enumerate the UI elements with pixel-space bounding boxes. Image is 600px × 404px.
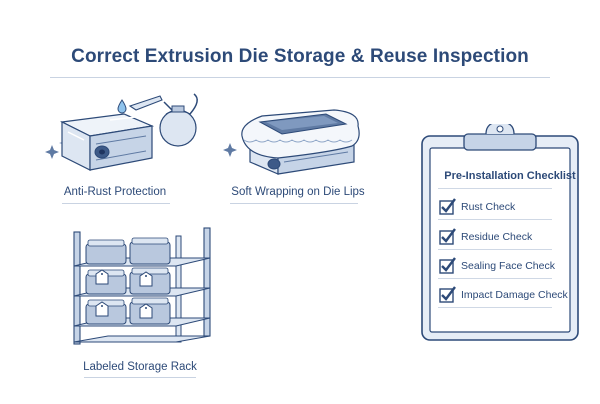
storage-rack-caption: Labeled Storage Rack xyxy=(83,361,197,373)
checklist-item-label: Rust Check xyxy=(461,201,516,213)
checklist-item-residue: Residue Check xyxy=(439,228,559,248)
checklist-row-rule xyxy=(438,307,552,308)
checkbox-checked-icon xyxy=(439,198,456,215)
checklist-item-label: Sealing Face Check xyxy=(461,260,555,272)
soft-wrap-caption-rule xyxy=(230,203,358,204)
soft-wrap-caption: Soft Wrapping on Die Lips xyxy=(231,186,365,198)
checklist-title-rule xyxy=(438,188,552,189)
storage-rack-caption-rule xyxy=(84,377,196,378)
soft-wrap-illustration xyxy=(223,109,360,175)
clipboard xyxy=(421,124,579,341)
checkbox-checked-icon xyxy=(439,228,456,245)
storage-rack-illustration xyxy=(73,227,211,345)
title-divider xyxy=(50,77,550,78)
anti-rust-illustration xyxy=(45,93,198,171)
checkbox-checked-icon xyxy=(439,257,456,274)
checklist-row-rule xyxy=(438,219,552,220)
checklist-item-rust: Rust Check xyxy=(439,198,559,218)
checklist-item-label: Residue Check xyxy=(461,231,533,243)
anti-rust-caption: Anti-Rust Protection xyxy=(63,186,167,198)
diagram-title: Correct Extrusion Die Storage & Reuse In… xyxy=(71,46,529,67)
checkbox-checked-icon xyxy=(439,286,456,303)
checklist-row-rule xyxy=(438,278,552,279)
checklist-item-label: Impact Damage Check xyxy=(461,289,568,301)
anti-rust-caption-rule xyxy=(62,203,170,204)
checklist-row-rule xyxy=(438,249,552,250)
checklist-item-impact-damage: Impact Damage Check xyxy=(439,286,568,306)
checklist-title: Pre-Installation Checklist xyxy=(444,170,576,182)
checklist-item-sealing-face: Sealing Face Check xyxy=(439,257,559,277)
